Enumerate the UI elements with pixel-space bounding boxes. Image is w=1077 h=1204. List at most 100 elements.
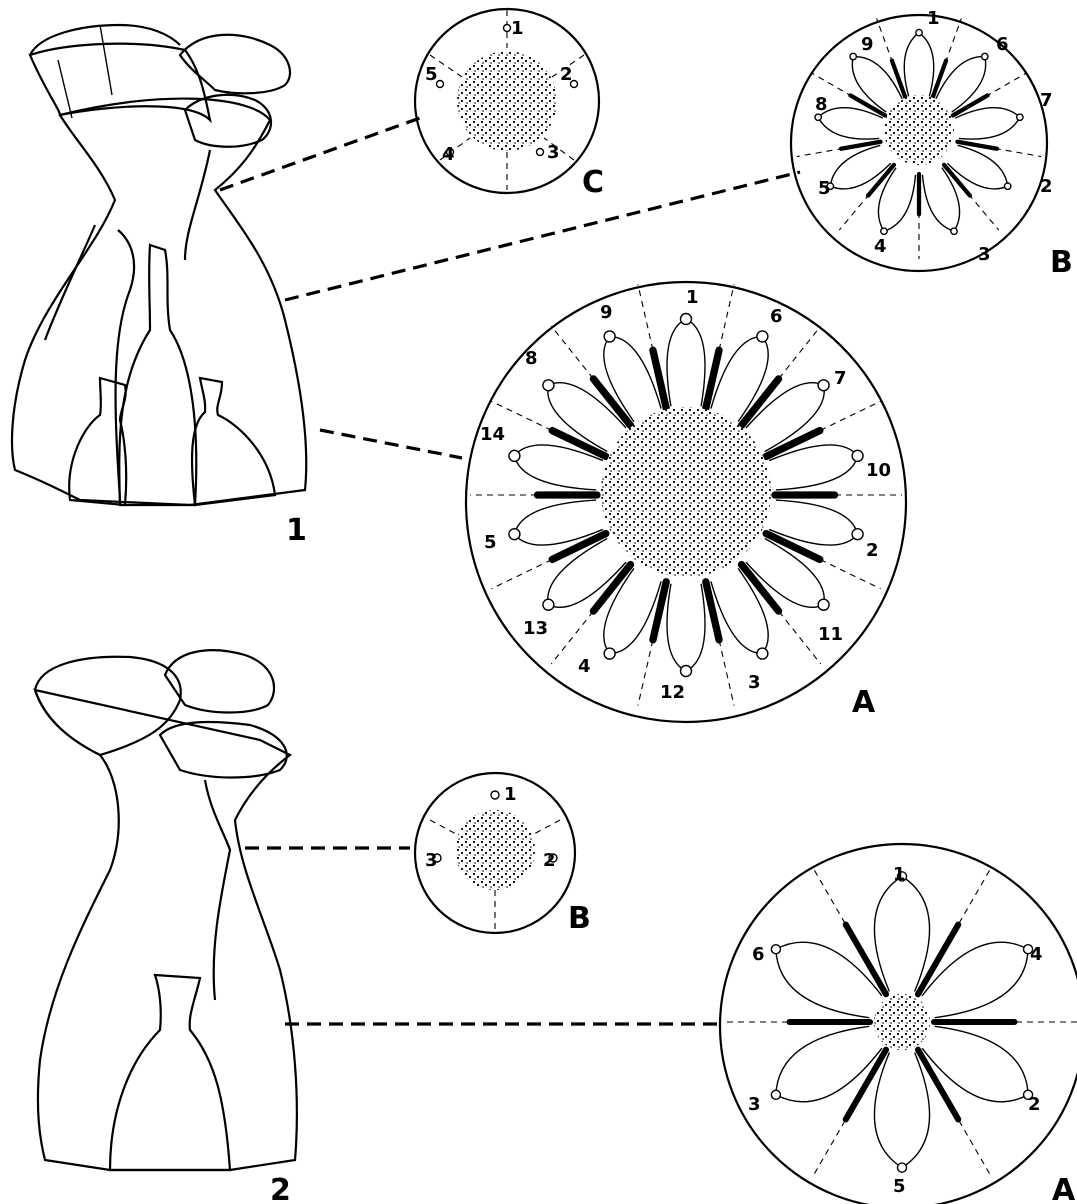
section-1C: [415, 9, 599, 193]
sec-1A-septum: [746, 383, 824, 452]
sec-2A-septal-plate: [918, 1050, 958, 1120]
2B-num-3: 3: [425, 850, 438, 871]
figure-2-colony: [35, 650, 297, 1170]
1A-num-5: 5: [484, 532, 497, 553]
sec-2A-septum: [874, 1052, 929, 1167]
1B-num-5: 5: [818, 178, 831, 199]
sec-1A-septum: [667, 319, 705, 406]
sec-1C-marker: [504, 25, 511, 32]
2A-num-1: 1: [893, 864, 906, 885]
1B-num-2: 2: [1040, 176, 1053, 197]
sec-1B-septum: [818, 108, 883, 139]
sec-1B-marker: [982, 53, 988, 59]
sec-1B-septal-plate: [868, 165, 894, 196]
1B-num-6: 6: [996, 34, 1009, 55]
1A-num-1: 1: [686, 287, 699, 308]
section-2B-label: B: [568, 901, 591, 936]
sec-1A-marker: [604, 331, 615, 342]
sec-1B-septum: [904, 33, 933, 97]
1B-num-8: 8: [815, 94, 828, 115]
sec-1A-marker: [509, 529, 520, 540]
sec-2A-septal-plate: [846, 1050, 886, 1120]
1A-num-9: 9: [600, 302, 613, 323]
sec-1A-septum: [548, 539, 626, 608]
sec-1A-marker: [818, 599, 829, 610]
sec-1A-septal-plate: [706, 350, 719, 408]
figure-2-label: 2: [270, 1173, 291, 1204]
1C-num-4: 4: [442, 144, 455, 165]
1A-num-13: 13: [523, 618, 548, 639]
1C-num-3: 3: [547, 142, 560, 163]
sec-2A-septal-plate: [846, 925, 886, 995]
sec-1B-marker: [951, 228, 957, 234]
1B-num-1: 1: [927, 8, 940, 29]
sec-1B-marker: [1004, 183, 1010, 189]
1B-num-4: 4: [874, 236, 887, 257]
sec-1A-septal-plate: [706, 582, 719, 640]
section-2A: [720, 844, 1077, 1204]
sec-2B-marker: [491, 791, 499, 799]
sec-1A-septal-plate: [653, 582, 666, 640]
sec-1A-marker: [757, 331, 768, 342]
1A-num-6: 6: [770, 306, 783, 327]
1A-num-4: 4: [578, 656, 591, 677]
sec-1A-marker: [852, 529, 863, 540]
1A-num-10: 10: [866, 460, 891, 481]
fig1-main-corallite: [12, 99, 306, 505]
sec-1A-marker: [852, 450, 863, 461]
sec-1B-marker: [916, 29, 922, 35]
1A-num-11: 11: [818, 624, 843, 645]
1B-num-7: 7: [1040, 90, 1053, 111]
sec-2A-marker: [771, 945, 780, 954]
sec-1B-septum: [955, 108, 1020, 139]
sec-2A-septum: [776, 1026, 882, 1101]
sec-1A-septal-plate: [653, 350, 666, 408]
sec-1A-marker: [681, 666, 692, 677]
sec-1A-septum: [746, 539, 824, 608]
sec-1A-marker: [543, 599, 554, 610]
sec-2A-septum: [776, 942, 882, 1017]
sec-2A-marker: [771, 1090, 780, 1099]
figure-1-label: 1: [286, 513, 307, 548]
sec-1B-septal-plate: [944, 165, 970, 196]
sec-1B-marker: [1017, 114, 1023, 120]
1A-num-8: 8: [525, 348, 538, 369]
sec-1B-marker: [881, 228, 887, 234]
figure-1-colony: [12, 25, 306, 505]
sec-1B-marker: [850, 53, 856, 59]
sec-1A-marker: [543, 380, 554, 391]
sec-1C-marker: [537, 149, 544, 156]
section-1B-label: B: [1050, 245, 1073, 280]
section-1C-label: C: [582, 165, 604, 200]
sec-2A-septum: [922, 942, 1028, 1017]
1A-num-12: 12: [660, 682, 685, 703]
section-1B: [791, 15, 1047, 271]
2A-num-4: 4: [1030, 944, 1043, 965]
section-1A-label: A: [852, 685, 876, 720]
sec-1A-marker: [509, 450, 520, 461]
sec-1C-marker: [437, 81, 444, 88]
1A-num-14: 14: [480, 424, 505, 445]
2A-num-5: 5: [893, 1176, 906, 1197]
sec-2A-marker: [897, 1163, 906, 1172]
sec-1A-marker: [681, 314, 692, 325]
2A-num-6: 6: [752, 944, 765, 965]
fig2-main-corallite: [35, 690, 297, 1170]
1B-num-3: 3: [978, 244, 991, 265]
sec-1A-septum: [548, 383, 626, 452]
sec-1A-marker: [604, 648, 615, 659]
1A-num-3: 3: [748, 672, 761, 693]
1A-num-2: 2: [866, 540, 879, 561]
sec-1A-septum: [667, 584, 705, 671]
1C-num-2: 2: [560, 64, 573, 85]
sec-2A-septal-plate: [918, 925, 958, 995]
1B-num-9: 9: [861, 34, 874, 55]
sec-2A-septum: [922, 1026, 1028, 1101]
sec-1A-marker: [757, 648, 768, 659]
2A-num-3: 3: [748, 1094, 761, 1115]
2B-num-2: 2: [543, 850, 556, 871]
1A-num-7: 7: [834, 368, 847, 389]
2A-num-2: 2: [1028, 1094, 1041, 1115]
section-2A-label: A: [1052, 1173, 1076, 1204]
